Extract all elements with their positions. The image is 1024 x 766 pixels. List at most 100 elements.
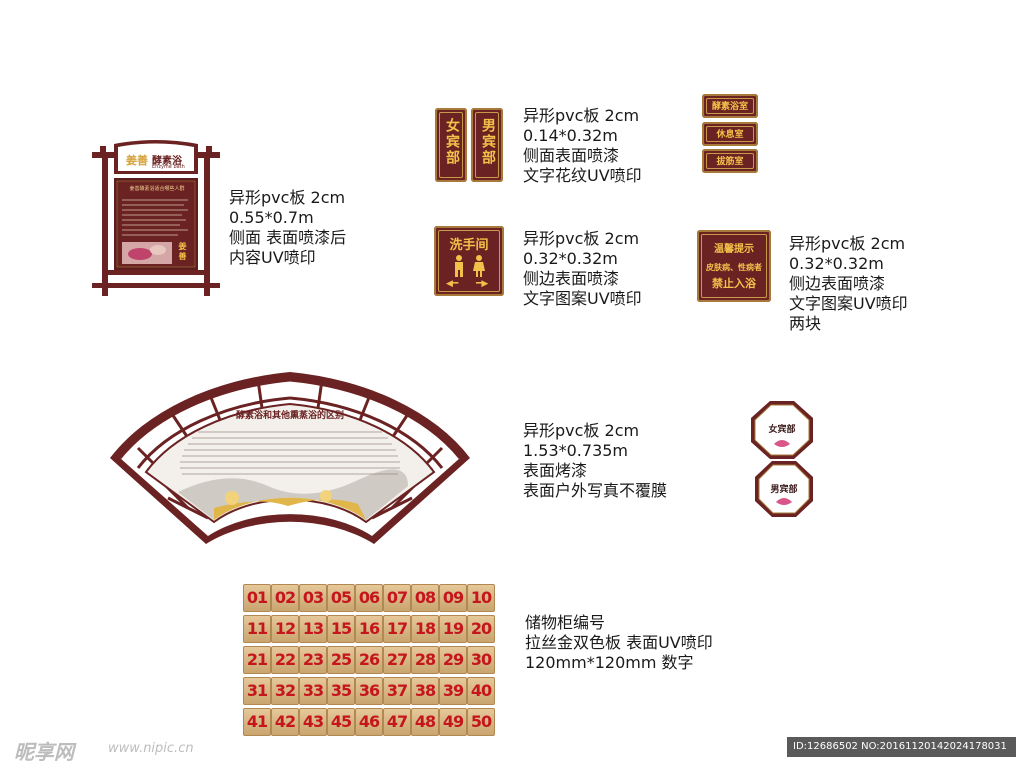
spec-lockers: 储物柜编号 拉丝金双色板 表面UV喷印 120mm*120mm 数字 [525, 613, 713, 673]
image-id-label: ID:12686502 NO:20161120142024178031 [787, 737, 1016, 757]
locker-number-tile: 43 [299, 708, 327, 736]
reminder-title: 温馨提示 [714, 244, 754, 255]
locker-number-tile: 45 [327, 708, 355, 736]
door-sign-men: 男宾部 [471, 108, 503, 182]
locker-number-tile: 21 [243, 646, 271, 674]
spec-line: 文字图案UV喷印 [789, 294, 908, 313]
locker-number-tile: 12 [271, 615, 299, 643]
spec-line: 储物柜编号 [525, 613, 606, 632]
locker-number-tile: 19 [439, 615, 467, 643]
octagon-frame [751, 401, 813, 459]
spec-line: 120mm*120mm 数字 [525, 653, 694, 672]
room-plate-stretch: 拔筋室 [702, 149, 758, 173]
locker-number-tile: 02 [271, 584, 299, 612]
locker-number-tile: 23 [299, 646, 327, 674]
spec-line: 0.14*0.32m [523, 126, 618, 145]
door-sign-men-label: 男宾部 [480, 118, 496, 166]
locker-number-tile: 05 [327, 584, 355, 612]
spec-line: 侧面表面喷漆 [523, 146, 620, 165]
spec-line: 表面烤漆 [523, 461, 588, 480]
locker-number-tile: 22 [271, 646, 299, 674]
locker-number-tile: 37 [383, 677, 411, 705]
locker-number-tile: 11 [243, 615, 271, 643]
spec-line: 内容UV喷印 [229, 248, 316, 267]
woman-icon [473, 255, 485, 277]
octagon-sign-women: 女宾部 [750, 400, 814, 460]
room-plate-label: 拔筋室 [716, 157, 744, 167]
spec-door-signs: 异形pvc板 2cm 0.14*0.32m 侧面表面喷漆 文字花纹UV喷印 [523, 106, 642, 186]
octagon-sign-men: 男宾部 [754, 460, 814, 518]
fan-board: 酵素浴和其他熏蒸浴的区别 [108, 368, 472, 544]
spec-line: 侧边表面喷漆 [523, 269, 620, 288]
room-plate-enzyme: 酵素浴室 [702, 94, 758, 118]
locker-number-tile: 47 [383, 708, 411, 736]
locker-number-tile: 06 [355, 584, 383, 612]
locker-number-tile: 36 [355, 677, 383, 705]
locker-number-tile: 28 [411, 646, 439, 674]
spec-line: 异形pvc板 2cm [523, 421, 640, 440]
spec-line: 异形pvc板 2cm [789, 234, 906, 253]
arrow-left-icon: ◀━ [446, 279, 459, 289]
reminder-line1: 皮肤病、性病者 [706, 262, 762, 272]
spec-fan-board: 异形pvc板 2cm 1.53*0.735m 表面烤漆 表面户外写真不覆膜 [523, 421, 667, 501]
spec-line: 0.55*0.7m [229, 208, 314, 227]
locker-number-tile: 33 [299, 677, 327, 705]
locker-number-tile: 09 [439, 584, 467, 612]
spec-line: 异形pvc板 2cm [523, 106, 640, 125]
locker-number-tile: 49 [439, 708, 467, 736]
reminder-sign: 温馨提示 皮肤病、性病者 禁止入浴 [697, 230, 771, 302]
board-sign-brand: 姜善 [126, 154, 148, 167]
washroom-title: 洗手间 [449, 238, 489, 253]
board-sign-frame [92, 140, 220, 296]
locker-number-tile: 17 [383, 615, 411, 643]
locker-number-tile: 16 [355, 615, 383, 643]
locker-number-tile: 13 [299, 615, 327, 643]
board-sign-brand-sub: Enzyme bath [152, 164, 185, 170]
locker-number-tile: 18 [411, 615, 439, 643]
door-sign-women-label: 女宾部 [444, 118, 460, 166]
spec-washroom: 异形pvc板 2cm 0.32*0.32m 侧边表面喷漆 文字图案UV喷印 [523, 229, 642, 309]
octagon-frame [755, 461, 813, 517]
spec-line: 侧边表面喷漆 [789, 274, 886, 293]
locker-number-tile: 15 [327, 615, 355, 643]
locker-number-tile: 01 [243, 584, 271, 612]
locker-number-tile: 25 [327, 646, 355, 674]
door-sign-women: 女宾部 [435, 108, 467, 182]
man-icon [455, 255, 463, 277]
locker-number-tile: 46 [355, 708, 383, 736]
locker-number-tile: 35 [327, 677, 355, 705]
spec-line: 表面户外写真不覆膜 [523, 481, 668, 500]
washroom-sign: 洗手间 ◀━ ━▶ [434, 226, 504, 296]
board-sign-heading: 姜善酵素浴适合哪些人群 [129, 186, 185, 192]
spec-line: 侧面 表面喷漆后 [229, 228, 347, 247]
spec-board-sign: 异形pvc板 2cm 0.55*0.7m 侧面 表面喷漆后 内容UV喷印 [229, 188, 346, 268]
watermark-logo: 昵享网 [14, 740, 74, 764]
watermark-url: www.nipic.cn [108, 741, 194, 756]
locker-number-tile: 08 [411, 584, 439, 612]
reminder-line2: 禁止入浴 [712, 277, 756, 290]
locker-number-tile: 10 [467, 584, 495, 612]
board-sign: 姜善 酵素浴 Enzyme bath 姜善酵素浴适合哪些人群 姜善 [92, 138, 220, 296]
locker-number-tile: 03 [299, 584, 327, 612]
locker-number-tile: 40 [467, 677, 495, 705]
board-sign-side-text: 姜善 [178, 242, 188, 262]
spec-reminder: 异形pvc板 2cm 0.32*0.32m 侧边表面喷漆 文字图案UV喷印 两块 [789, 234, 908, 334]
room-plate-label: 酵素浴室 [711, 102, 748, 112]
octagon-women-label: 女宾部 [768, 425, 796, 435]
fan-board-graphic [110, 372, 470, 544]
octagon-men-label: 男宾部 [770, 485, 798, 495]
spec-line: 0.32*0.32m [789, 254, 884, 273]
board-sign-brand-name: 酵素浴 [152, 156, 182, 167]
spec-line: 0.32*0.32m [523, 249, 618, 268]
locker-number-tile: 31 [243, 677, 271, 705]
locker-number-tile: 42 [271, 708, 299, 736]
spec-line: 两块 [789, 314, 822, 333]
spec-line: 异形pvc板 2cm [229, 188, 346, 207]
locker-number-tile: 27 [383, 646, 411, 674]
locker-number-tile: 26 [355, 646, 383, 674]
locker-number-tile: 50 [467, 708, 495, 736]
locker-number-tile: 48 [411, 708, 439, 736]
arrow-right-icon: ━▶ [476, 279, 489, 289]
locker-number-tile: 07 [383, 584, 411, 612]
